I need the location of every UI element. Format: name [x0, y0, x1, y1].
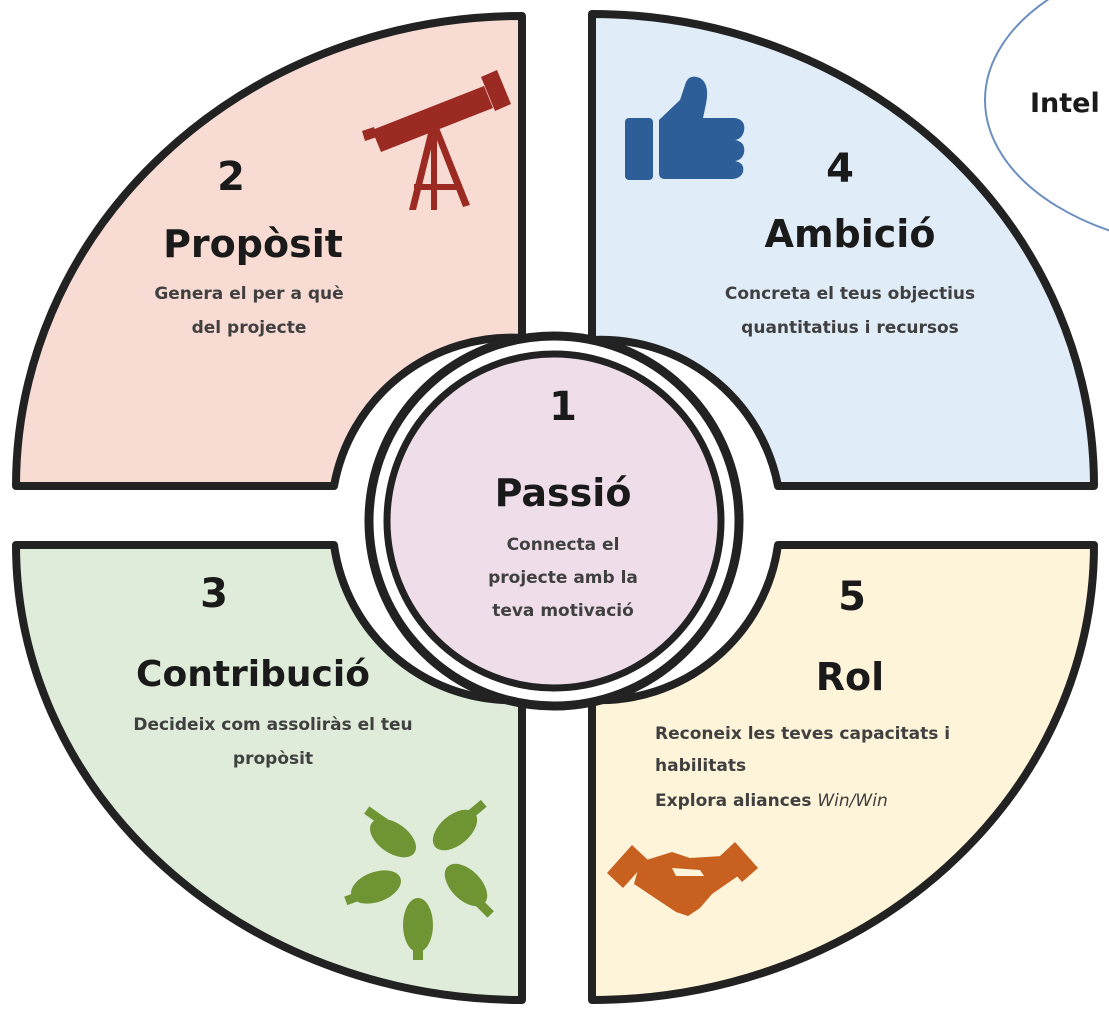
hand-bottom [403, 898, 433, 952]
quadrant-bottom-left-title: Contribució [136, 654, 370, 695]
handshake-hands [634, 852, 738, 916]
thumbs-up-hand [659, 76, 745, 179]
quadrant-bottom-right-desc-line-1: Reconeix les teves capacitats i [655, 724, 950, 744]
quadrant-bottom-right-desc-line-3: Explora aliances Win/Win [655, 791, 888, 811]
telescope-eyepiece [362, 127, 377, 141]
quadrant-top-left-number: 2 [217, 154, 245, 200]
handshake-fingers [672, 868, 704, 876]
center-desc-line-1: Connecta el [507, 535, 620, 555]
hand-top-right [432, 809, 478, 851]
hand-top-left [370, 818, 416, 858]
telescope-lens [481, 70, 511, 111]
wrist-bottom [413, 944, 423, 960]
quadrant-bottom-right-content: 5 Rol Reconeix les teves capacitats i ha… [607, 574, 950, 916]
quadrant-bottom-left-desc-line-1: Decideix com assoliràs el teu [133, 715, 412, 735]
alliances-label: Explora aliances [655, 791, 817, 811]
thumbs-up-cuff [625, 118, 653, 180]
alliances-winwin: Win/Win [817, 791, 887, 811]
quadrant-top-right-content: 4 Ambició Concreta el teus objectius qua… [625, 76, 975, 338]
quadrant-top-right-desc-line-2: quantitatius i recursos [741, 318, 959, 338]
quadrant-top-right-number: 4 [826, 146, 854, 192]
wrist-left [344, 889, 367, 906]
quadrant-top-left-title: Propòsit [163, 222, 343, 266]
center-title: Passió [495, 471, 632, 515]
quadrant-top-left-desc-line-2: del projecte [192, 318, 307, 338]
center-circle: 1 Passió Connecta el projecte amb la tev… [364, 331, 744, 711]
quadrant-bottom-right-desc-line-2: habilitats [655, 756, 746, 776]
handshake-right-cuff [720, 842, 758, 882]
quadrant-top-right-title: Ambició [765, 212, 936, 256]
quadrant-bottom-left-content: 3 Contribució Decideix com assoliràs el … [133, 571, 494, 960]
quadrant-top-left-desc-line-1: Genera el per a què [154, 284, 343, 304]
quadrant-bottom-left-number: 3 [200, 571, 228, 617]
hands-circle-icon [344, 799, 494, 960]
telescope-mount [424, 112, 442, 128]
center-desc-line-2: projecte amb la [488, 568, 638, 588]
center-circle-fill [383, 350, 725, 692]
partial-bubble: Intel [984, 0, 1109, 232]
bubble-text: Intel [1030, 88, 1100, 119]
quadrant-bottom-right-title: Rol [816, 655, 884, 699]
handshake-icon [607, 842, 758, 916]
quadrant-bottom-right-number: 5 [838, 574, 866, 620]
quadrant-top-left-content: 2 Propòsit Genera el per a què del proje… [154, 70, 511, 338]
thumbs-up-icon [625, 76, 745, 180]
quadrant-bottom-left-desc-line-2: propòsit [233, 749, 313, 769]
handshake-left-cuff [607, 845, 648, 888]
wrist-top-right [464, 799, 487, 821]
hand-right [444, 863, 488, 907]
center-number: 1 [549, 384, 577, 430]
telescope-brace [414, 184, 462, 190]
quadrant-top-right-desc-line-1: Concreta el teus objectius [725, 284, 975, 304]
telescope-icon [362, 70, 511, 210]
center-desc-line-3: teva motivació [492, 601, 634, 621]
bubble-outline [984, 0, 1109, 232]
wrist-top-left [364, 806, 388, 827]
wrist-right [473, 897, 494, 918]
